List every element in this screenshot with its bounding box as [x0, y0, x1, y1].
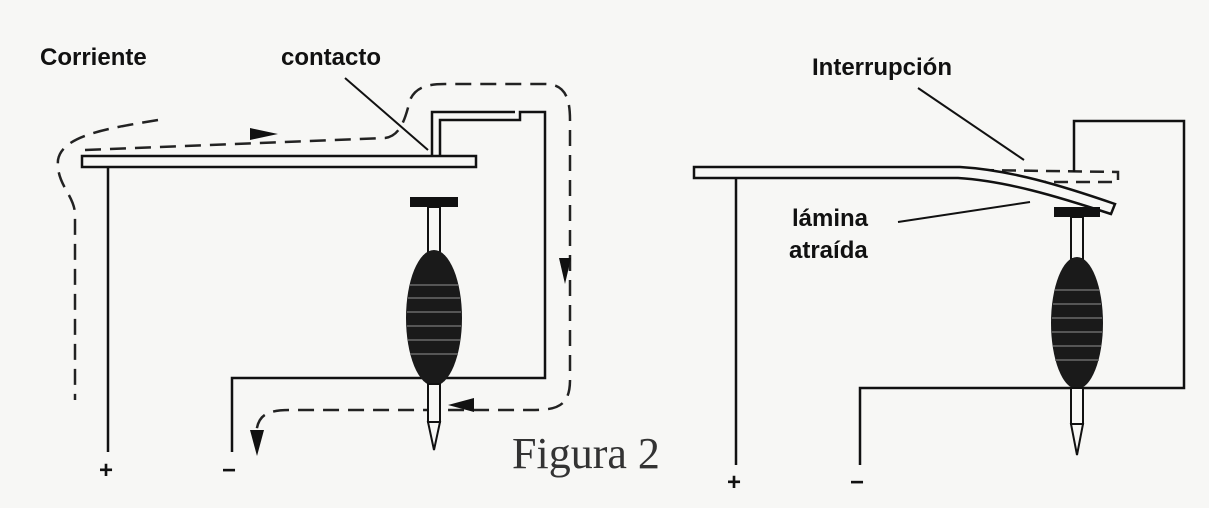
right-panel: Interrupción lámina atraída + − — [692, 54, 1186, 496]
current-label: Corriente — [40, 44, 147, 71]
coil-windings-right — [1052, 289, 1102, 361]
core-rod-right — [1070, 216, 1084, 260]
coil — [406, 250, 462, 386]
figure-caption: Figura 2 — [512, 429, 660, 478]
left-panel: Corriente contacto + − — [40, 44, 572, 484]
current-flow-path — [56, 118, 159, 400]
plus-terminal-left: + — [99, 457, 113, 484]
flow-arrow-down-end — [250, 430, 264, 456]
attracted-blade — [692, 165, 1117, 216]
contact-wire-outer — [230, 110, 547, 452]
core-tip-right — [1069, 423, 1085, 456]
coil-windings — [407, 284, 461, 355]
interruption-leader — [917, 87, 1025, 161]
blade-rest-position — [979, 168, 1120, 184]
interruption-label: Interrupción — [812, 54, 952, 81]
contact-wire-right — [1072, 119, 1155, 172]
contact-label: contacto — [281, 44, 381, 71]
minus-terminal-left: − — [222, 457, 236, 484]
blade-leader — [897, 201, 1031, 223]
core-cap-right — [1054, 207, 1100, 217]
current-flow-path-top — [84, 82, 572, 441]
core-cap — [410, 197, 458, 207]
contact-leader — [344, 77, 429, 151]
coil-right — [1051, 257, 1103, 389]
armature-blade — [80, 154, 478, 169]
plus-terminal-right: + — [727, 469, 741, 496]
electromagnet-right — [1051, 207, 1103, 456]
core-tip — [426, 421, 442, 451]
electromagnet — [406, 197, 462, 451]
blade-label-line1: lámina — [792, 205, 869, 232]
blade-label-line2: atraída — [789, 237, 868, 264]
core-rod — [427, 206, 441, 258]
flow-arrow-down — [559, 258, 571, 284]
core-rod-lower — [427, 383, 441, 423]
minus-terminal-right: − — [850, 469, 864, 496]
flow-arrow-right — [250, 128, 278, 140]
return-wire-right — [858, 119, 1186, 465]
core-rod-lower-right — [1070, 387, 1084, 425]
contact-wire — [430, 110, 515, 156]
flow-arrow-left — [448, 398, 474, 412]
